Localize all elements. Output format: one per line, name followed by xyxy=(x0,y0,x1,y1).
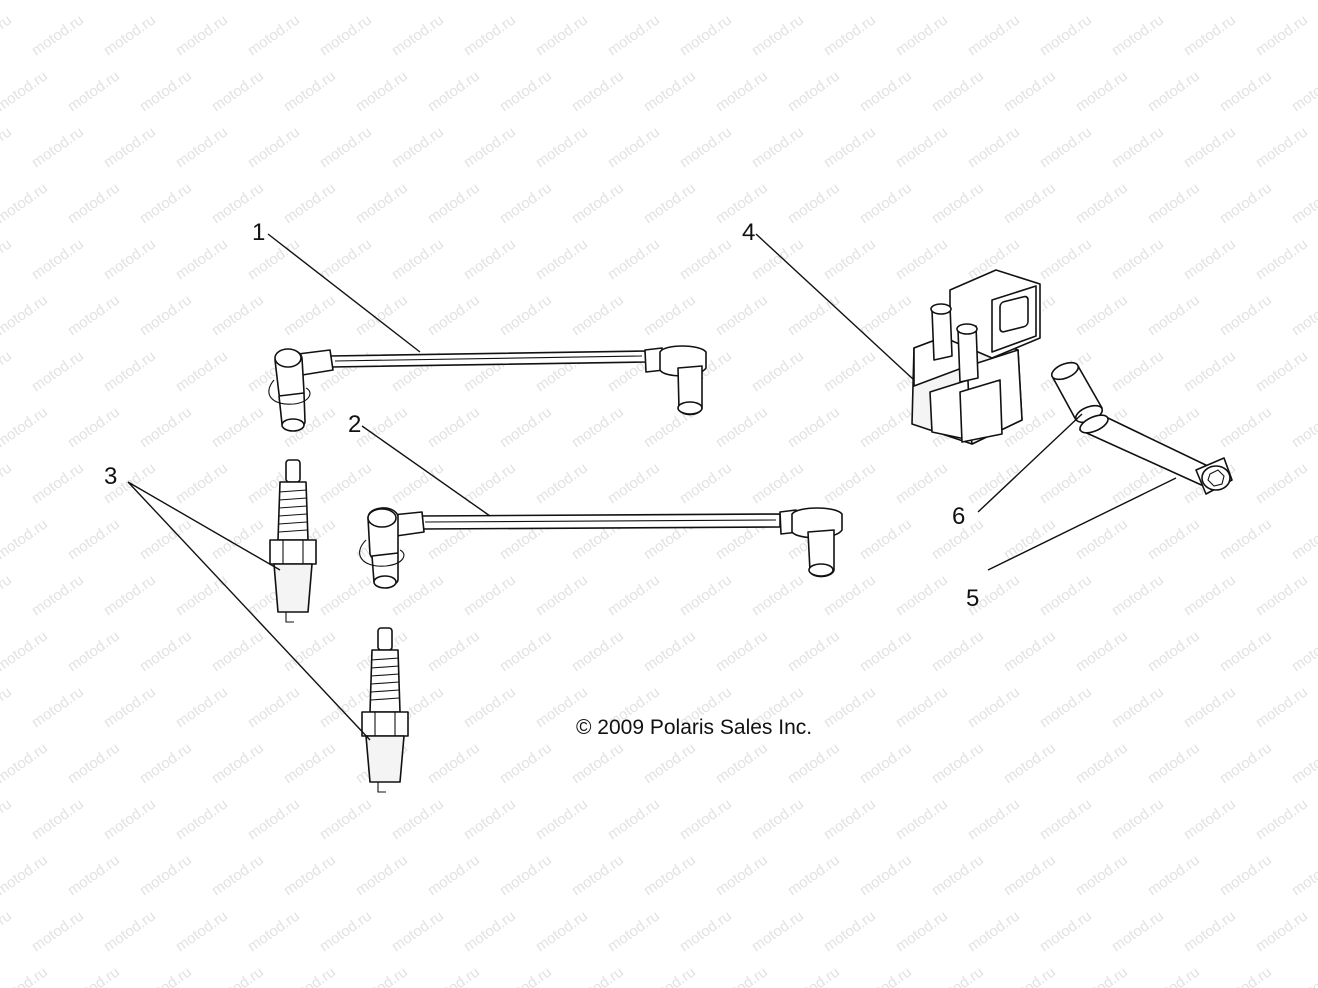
spark-plug-wire-upper xyxy=(268,345,707,432)
copyright-notice: © 2009 Polaris Sales Inc. xyxy=(576,716,812,739)
callout-1: 1 xyxy=(252,219,265,246)
spark-plug-wire-lower xyxy=(359,507,843,589)
spark-plug-lower xyxy=(361,627,409,793)
leader-lines xyxy=(127,233,1177,741)
callout-3: 3 xyxy=(104,463,117,490)
bolt xyxy=(1079,414,1233,495)
callout-4: 4 xyxy=(742,219,755,246)
spark-plug-upper xyxy=(269,459,317,623)
callout-6: 6 xyxy=(952,503,965,530)
callout-2: 2 xyxy=(348,411,361,438)
ignition-coil xyxy=(911,269,1041,445)
callout-5: 5 xyxy=(966,585,979,612)
